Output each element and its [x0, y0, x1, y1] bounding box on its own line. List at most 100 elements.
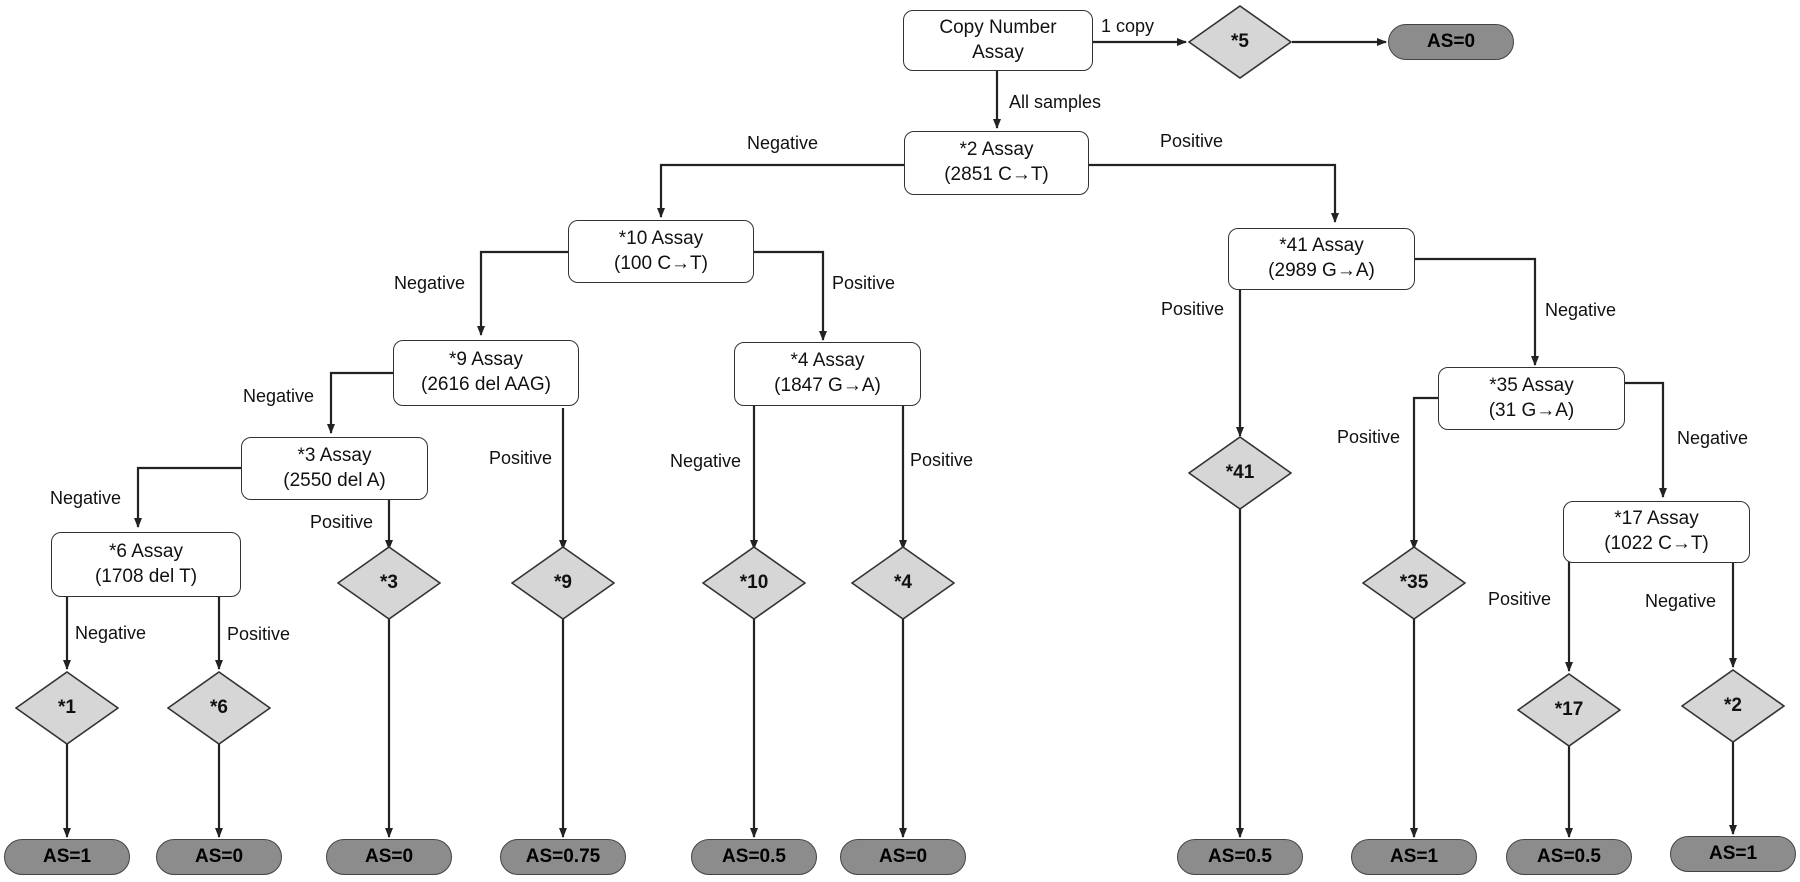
label-a6-negative: Negative [75, 623, 147, 643]
allele-3-diamond: *3 [337, 546, 441, 620]
diamond-shape [1362, 546, 1466, 620]
label-a4-positive: Positive [910, 450, 974, 470]
label-a35-negative: Negative [1677, 428, 1749, 448]
label-a17-positive: Positive [1488, 589, 1552, 609]
diamond-shape [1517, 673, 1621, 747]
diamond-shape [1188, 436, 1292, 510]
label-a4-negative: Negative [670, 451, 742, 471]
label-a17-negative: Negative [1645, 591, 1717, 611]
score-terminal-35: AS=1 [1351, 839, 1477, 875]
allele-label: *5 [1231, 31, 1249, 52]
label-a41-positive: Positive [1161, 299, 1225, 319]
diamond-shape [167, 671, 271, 745]
allele-35-diamond: *35 [1362, 546, 1466, 620]
diamond-shape [15, 671, 119, 745]
assay-6-node: *6 Assay (1708 del T) [51, 532, 241, 597]
node-line1: *2 Assay [959, 139, 1034, 161]
allele-41-diamond: *41 [1188, 436, 1292, 510]
score-terminal-3: AS=0 [326, 839, 452, 875]
node-line2: (1847 G→A) [774, 375, 881, 396]
score-terminal-5: AS=0 [1388, 24, 1514, 60]
score-terminal-9: AS=0.75 [500, 839, 626, 875]
label-all-samples: All samples [1009, 92, 1102, 112]
edge-a3-negative [134, 466, 241, 528]
node-line2: (2550 del A) [283, 469, 386, 491]
assay-17-node: *17 Assay (1022 C→T) [1563, 501, 1750, 563]
allele-10-diamond: *10 [702, 546, 806, 620]
allele-label: *17 [1554, 699, 1584, 720]
allele-label: *2 [1724, 695, 1742, 716]
diamond-shape [851, 546, 955, 620]
edge-a41-negative [1415, 257, 1539, 366]
node-line1: *41 Assay [1279, 235, 1364, 257]
score-terminal-2: AS=1 [1670, 836, 1796, 872]
edge-a10-negative [477, 250, 568, 336]
label-a9-positive: Positive [489, 448, 553, 468]
score-terminal-41: AS=0.5 [1177, 839, 1303, 875]
allele-label: *6 [210, 697, 228, 718]
allele-2-diamond: *2 [1681, 669, 1785, 743]
node-line1: *3 Assay [297, 444, 372, 466]
label-a2-positive: Positive [1160, 131, 1224, 151]
node-line2: Assay [972, 41, 1024, 63]
label-a9-negative: Negative [243, 386, 315, 406]
allele-label: *3 [380, 572, 398, 593]
assay-41-node: *41 Assay (2989 G→A) [1228, 228, 1415, 290]
allele-1-diamond: *1 [15, 671, 119, 745]
allele-label: *35 [1399, 572, 1429, 593]
diamond-shape [1188, 5, 1292, 79]
edge-a35-positive [1410, 396, 1438, 550]
allele-label: *10 [739, 572, 769, 593]
score-terminal-10: AS=0.5 [691, 839, 817, 875]
diamond-shape [1681, 669, 1785, 743]
node-line1: *4 Assay [790, 350, 865, 372]
score-terminal-6: AS=0 [156, 839, 282, 875]
node-line2: (2616 del AAG) [421, 374, 551, 395]
label-a6-positive: Positive [227, 624, 291, 644]
label-a3-positive: Positive [310, 512, 374, 532]
edge-a2-positive [1088, 163, 1339, 223]
node-line1: *17 Assay [1614, 508, 1699, 530]
node-line2: (2851 C→T) [944, 164, 1049, 185]
score-terminal-1: AS=1 [4, 839, 130, 875]
label-a41-negative: Negative [1545, 300, 1617, 320]
label-a35-positive: Positive [1337, 427, 1401, 447]
node-line1: *6 Assay [109, 540, 183, 562]
label-one-copy: 1 copy [1101, 16, 1155, 36]
label-a10-negative: Negative [394, 273, 466, 293]
allele-label: *1 [58, 697, 76, 718]
allele-17-diamond: *17 [1517, 673, 1621, 747]
assay-9-node: *9 Assay (2616 del AAG) [393, 340, 579, 406]
allele-label: *41 [1225, 462, 1255, 483]
allele-6-diamond: *6 [167, 671, 271, 745]
assay-2-node: *2 Assay (2851 C→T) [904, 131, 1089, 195]
label-a2-negative: Negative [747, 133, 819, 153]
node-line1: Copy Number [939, 16, 1057, 38]
assay-35-node: *35 Assay (31 G→A) [1438, 367, 1625, 430]
diamond-shape [337, 546, 441, 620]
node-line2: (31 G→A) [1488, 399, 1575, 421]
node-line1: *9 Assay [449, 349, 523, 371]
allele-label: *9 [554, 572, 572, 593]
assay-10-node: *10 Assay (100 C→T) [568, 220, 754, 283]
node-line2: (2989 G→A) [1268, 260, 1375, 281]
edge-a35-negative [1625, 381, 1667, 498]
edge-a2-negative [657, 163, 904, 218]
label-a3-negative: Negative [50, 488, 122, 508]
node-line2: (100 C→T) [614, 252, 708, 274]
edge-a10-positive [754, 250, 827, 341]
score-terminal-17: AS=0.5 [1506, 839, 1632, 875]
assay-4-node: *4 Assay (1847 G→A) [734, 342, 921, 406]
node-line2: (1022 C→T) [1604, 533, 1709, 554]
copy-number-assay-node: Copy Number Assay [903, 10, 1093, 71]
label-a10-positive: Positive [832, 273, 896, 293]
diamond-shape [511, 546, 615, 620]
allele-4-diamond: *4 [851, 546, 955, 620]
assay-3-node: *3 Assay (2550 del A) [241, 437, 428, 500]
edge-a9-negative [327, 371, 393, 434]
diamond-shape [702, 546, 806, 620]
allele-9-diamond: *9 [511, 546, 615, 620]
node-line1: *35 Assay [1489, 374, 1574, 396]
